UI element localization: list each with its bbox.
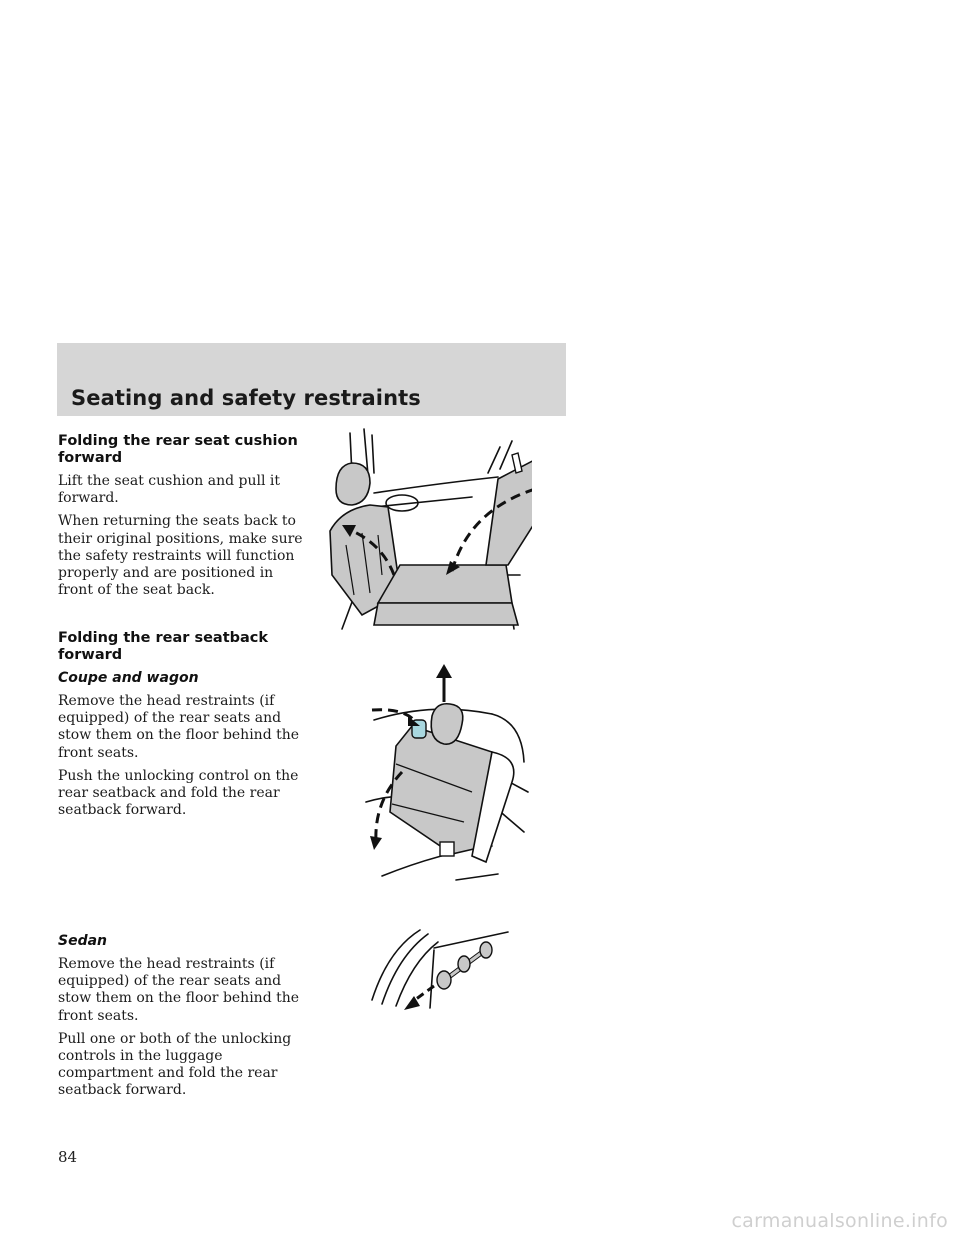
seatback-text-block: Folding the rear seatback forward Coupe … xyxy=(58,630,308,825)
sedan-paragraph-1: Remove the head restraints (if equipped)… xyxy=(58,956,300,1024)
cushion-heading: Folding the rear seat cushion forward xyxy=(58,433,298,466)
coupe-paragraph-2: Push the unlocking control on the rear s… xyxy=(58,767,299,819)
page-number: 84 xyxy=(58,1148,78,1166)
sedan-unlock-illustration xyxy=(371,929,509,1010)
watermark: carmanualsonline.info xyxy=(731,1210,948,1232)
section-title: Seating and safety restraints xyxy=(71,386,421,410)
cushion-text-block: Folding the rear seat cushion forward Li… xyxy=(58,433,308,605)
coupe-seatback-illustration xyxy=(365,664,529,881)
coupe-paragraph-1: Remove the head restraints (if equipped)… xyxy=(58,693,300,761)
seatback-heading: Folding the rear seatback forward xyxy=(58,630,269,663)
section-header-band: Seating and safety restraints xyxy=(57,343,566,416)
seat-cushion-illustration xyxy=(329,428,532,630)
sedan-paragraph-2: Pull one or both of the unlocking contro… xyxy=(58,1030,292,1099)
coupe-wagon-subheading: Coupe and wagon xyxy=(58,670,199,686)
sedan-text-block: Sedan Remove the head restraints (if equ… xyxy=(58,933,308,1106)
sedan-subheading: Sedan xyxy=(58,933,108,949)
cushion-paragraph-2: When returning the seats back to their o… xyxy=(58,513,303,599)
cushion-paragraph-1: Lift the seat cushion and pull it forwar… xyxy=(58,473,280,507)
